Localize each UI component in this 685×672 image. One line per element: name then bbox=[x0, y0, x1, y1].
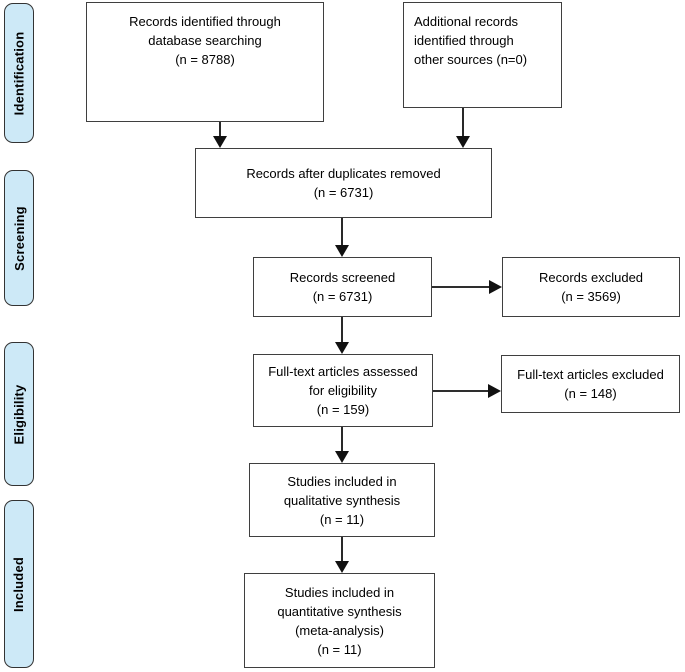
box-fulltext-assessed: Full-text articles assessed for eligibil… bbox=[253, 354, 433, 427]
arrow-additional-to-deduplicated bbox=[456, 108, 470, 148]
box-additional-records: Additional records identified through ot… bbox=[403, 2, 562, 108]
arrow-fulltext-to-qualitative bbox=[335, 427, 349, 463]
stage-label-text: Eligibility bbox=[11, 384, 27, 444]
stage-label-included: Included bbox=[4, 500, 34, 668]
box-qualitative-synthesis: Studies included in qualitative synthesi… bbox=[249, 463, 435, 537]
box-records-excluded: Records excluded (n = 3569) bbox=[502, 257, 680, 317]
stage-label-identification: Identification bbox=[4, 3, 34, 143]
arrow-fulltext-to-fulltext-excluded bbox=[433, 384, 501, 398]
arrow-deduplicated-to-screened bbox=[335, 218, 349, 257]
stage-label-screening: Screening bbox=[4, 170, 34, 306]
box-duplicates-removed: Records after duplicates removed (n = 67… bbox=[195, 148, 492, 218]
box-records-screened: Records screened (n = 6731) bbox=[253, 257, 432, 317]
stage-label-text: Screening bbox=[11, 205, 27, 271]
box-fulltext-excluded: Full-text articles excluded (n = 148) bbox=[501, 355, 680, 413]
box-records-identified: Records identified through database sear… bbox=[86, 2, 324, 122]
arrow-screened-to-fulltext bbox=[335, 317, 349, 354]
stage-label-eligibility: Eligibility bbox=[4, 342, 34, 486]
stage-label-text: Included bbox=[11, 556, 27, 612]
arrow-identified-to-deduplicated bbox=[213, 122, 227, 148]
arrow-qualitative-to-quantitative bbox=[335, 537, 349, 573]
box-quantitative-synthesis: Studies included in quantitative synthes… bbox=[244, 573, 435, 668]
arrow-screened-to-excluded bbox=[432, 280, 502, 294]
stage-label-text: Identification bbox=[11, 31, 27, 115]
